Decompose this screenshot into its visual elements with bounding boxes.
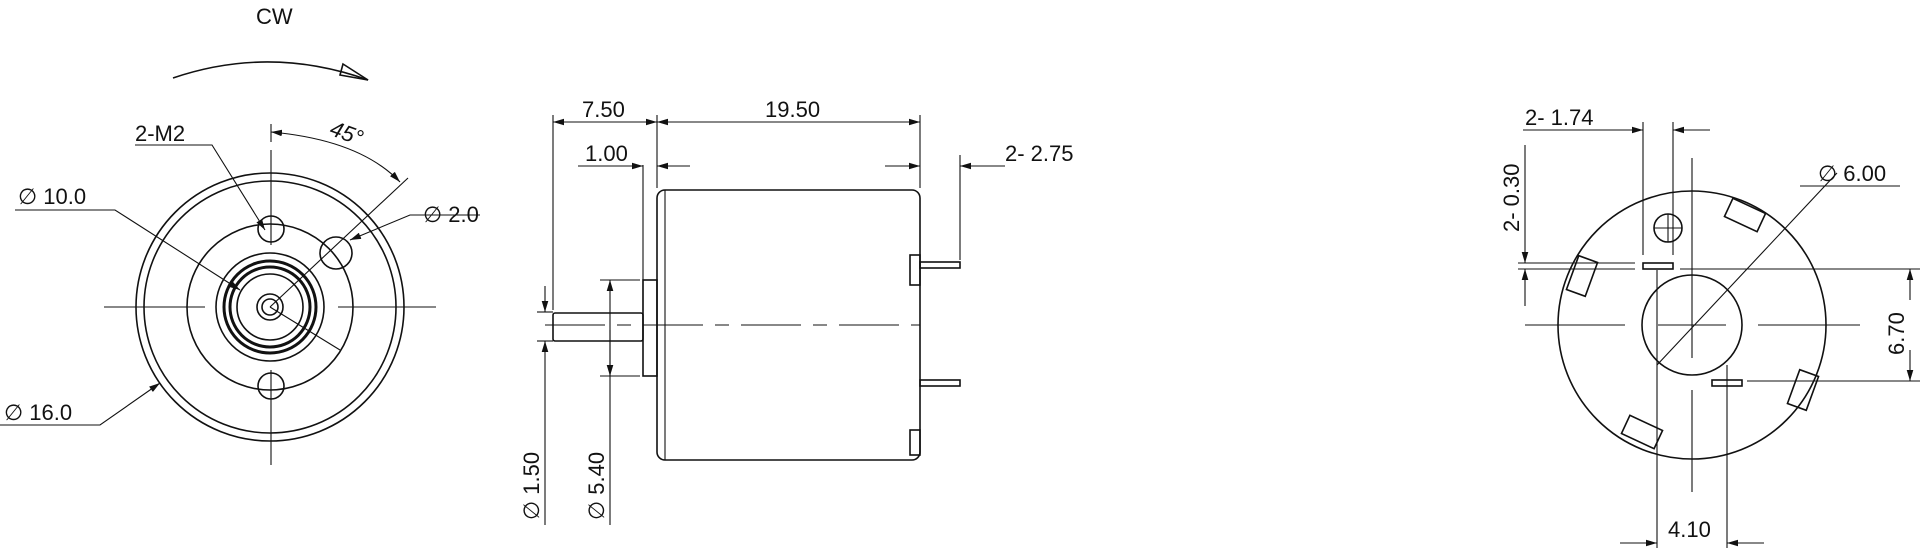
rotation-arrowhead bbox=[338, 62, 369, 81]
thread-label: 2-M2 bbox=[135, 121, 185, 146]
dim-flange: 1.00 bbox=[585, 141, 628, 166]
terminal-top bbox=[919, 261, 961, 269]
dim-10: ∅ 10.0 bbox=[18, 184, 86, 209]
dim-flange-dia: ∅ 5.40 bbox=[584, 452, 609, 520]
dim-shaft-length: 7.50 bbox=[582, 97, 625, 122]
flange bbox=[642, 279, 658, 377]
front-view: CW 45° 2-M2 ∅ 10.0 ∅ 2.0 ∅ 16.0 bbox=[0, 4, 480, 465]
dim-terminal-width: 2- 1.74 bbox=[1525, 105, 1594, 130]
terminal-pad-top bbox=[1642, 262, 1674, 270]
dim-body-length: 19.50 bbox=[765, 97, 820, 122]
vent-hole bbox=[319, 236, 353, 270]
side-view: 7.50 19.50 1.00 2- 2.75 ∅ 1.50 ∅ 5.40 bbox=[519, 97, 1074, 525]
dim-shaft-dia: ∅ 1.50 bbox=[519, 452, 544, 520]
rear-view: ∅ 6.00 2- 1.74 2- 0.30 6.70 4.10 bbox=[1499, 105, 1920, 548]
angle-label: 45° bbox=[327, 116, 367, 151]
dim-vertical: 6.70 bbox=[1884, 312, 1909, 355]
rotation-label: CW bbox=[256, 4, 293, 29]
dim-horizontal: 4.10 bbox=[1668, 517, 1711, 542]
dim-terminal: 2- 2.75 bbox=[1005, 141, 1074, 166]
dim-terminal-thickness: 2- 0.30 bbox=[1499, 164, 1524, 233]
dim-boss: ∅ 6.00 bbox=[1818, 161, 1886, 186]
brush-slots bbox=[1565, 197, 1820, 450]
terminal-bottom bbox=[919, 379, 961, 387]
dim-16: ∅ 16.0 bbox=[4, 400, 72, 425]
shaft bbox=[552, 312, 644, 342]
rotation-arrow bbox=[172, 61, 369, 81]
